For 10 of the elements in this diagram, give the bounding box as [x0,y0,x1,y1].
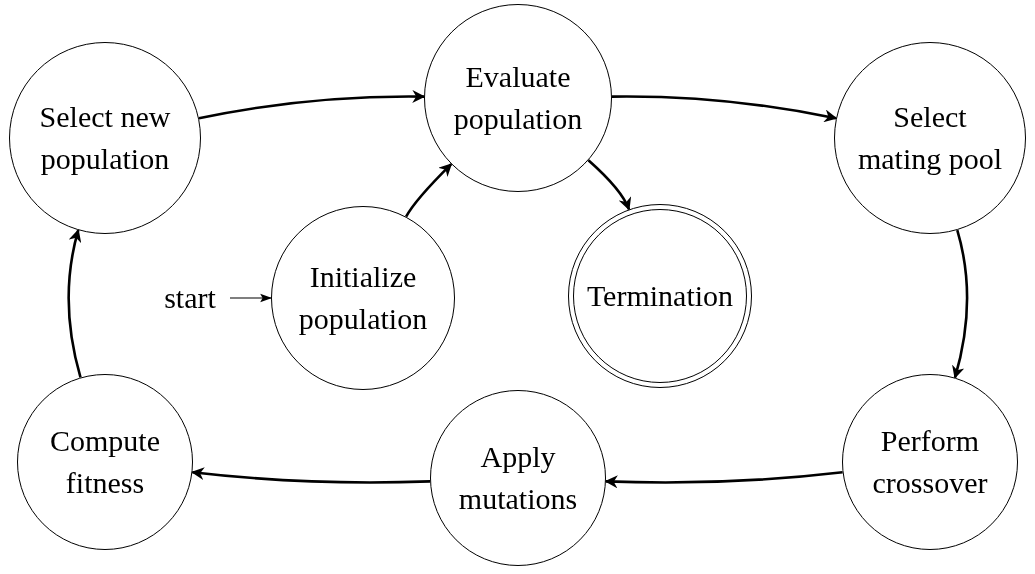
arrow [612,95,838,123]
arrow [198,90,426,120]
arrow [191,467,431,484]
arrow [604,470,843,489]
arrow [67,228,82,378]
arrow [405,163,453,218]
start-label: start [152,280,228,316]
arrow [229,293,273,303]
arrow [951,229,969,379]
arrow [587,159,631,211]
